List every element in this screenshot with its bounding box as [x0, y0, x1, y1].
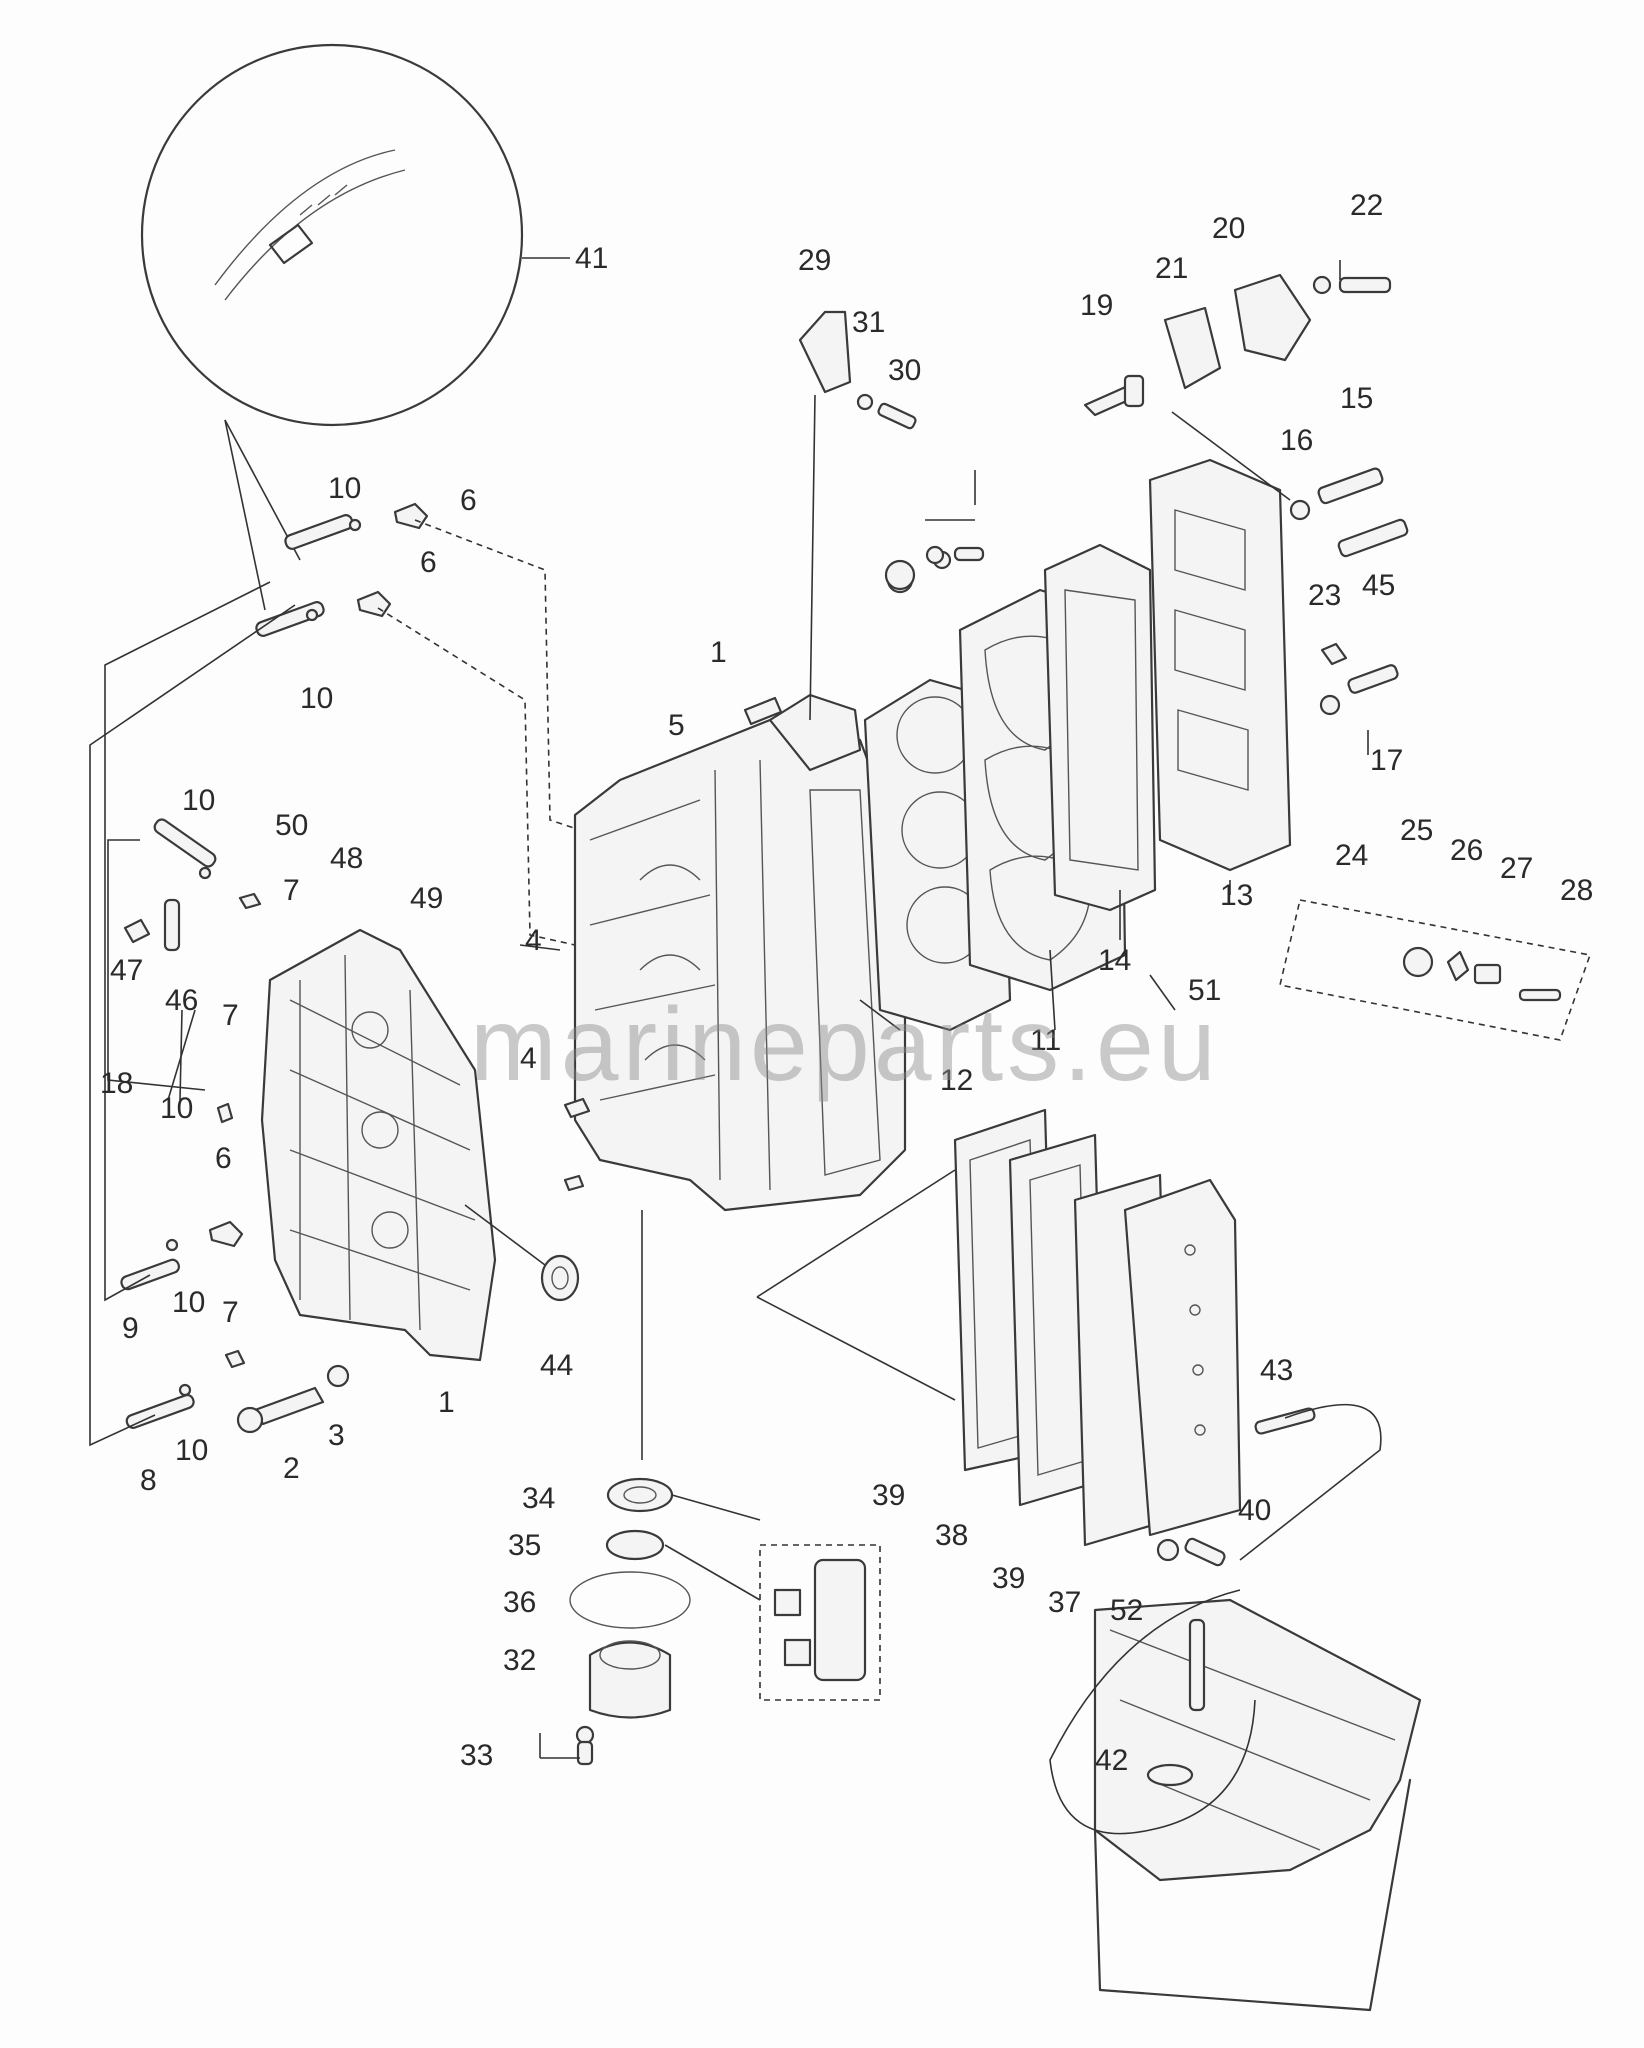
callout-46: 46	[165, 984, 198, 1017]
callout-39-a: 39	[872, 1479, 905, 1512]
callout-43: 43	[1260, 1354, 1293, 1387]
callout-51: 51	[1188, 974, 1221, 1007]
callout-1-upper: 1	[710, 636, 727, 669]
callout-28: 28	[1560, 874, 1593, 907]
callout-23: 23	[1308, 579, 1341, 612]
callout-3: 3	[328, 1419, 345, 1452]
callout-6-c: 6	[215, 1142, 232, 1175]
callout-26: 26	[1450, 834, 1483, 867]
callout-10-b: 10	[300, 682, 333, 715]
drive-shaft-housing	[1049, 1589, 1422, 2012]
callout-27: 27	[1500, 852, 1533, 885]
callout-8: 8	[140, 1464, 157, 1497]
crankcase-lower-half	[236, 928, 497, 1434]
callout-14: 14	[1098, 944, 1131, 977]
callout-20: 20	[1212, 212, 1245, 245]
callout-24: 24	[1335, 839, 1368, 872]
callout-29: 29	[798, 244, 831, 277]
callout-9: 9	[122, 1312, 139, 1345]
thermostat-parts	[1083, 260, 1409, 755]
callout-44: 44	[540, 1349, 573, 1382]
callout-45: 45	[1362, 569, 1395, 602]
water-fitting-group	[1279, 899, 1592, 1041]
callout-48: 48	[330, 842, 363, 875]
callout-7-c: 7	[222, 1296, 239, 1329]
callout-labels: 41 29 31 30 19 21 20 22 15 16 45 23 17 1…	[100, 189, 1593, 1777]
callout-52: 52	[1110, 1594, 1143, 1627]
callout-39-b: 39	[992, 1562, 1025, 1595]
callout-50: 50	[275, 809, 308, 842]
callout-15: 15	[1340, 382, 1373, 415]
callout-10-f: 10	[175, 1434, 208, 1467]
callout-4-b: 4	[520, 1042, 537, 1075]
exhaust-cover-plates	[756, 1108, 1382, 1567]
callout-10-c: 10	[182, 784, 215, 817]
callout-10-e: 10	[172, 1286, 205, 1319]
cylinder-head-assembly	[863, 458, 1292, 1032]
seal-44	[464, 1204, 580, 1302]
callout-7-b: 7	[222, 999, 239, 1032]
callout-41: 41	[575, 242, 608, 275]
leader-lines	[167, 880, 1231, 1101]
callout-34: 34	[522, 1482, 555, 1515]
pins-left-group	[89, 502, 581, 1447]
callout-49: 49	[410, 882, 443, 915]
callout-16: 16	[1280, 424, 1313, 457]
callout-38: 38	[935, 1519, 968, 1552]
callout-13: 13	[1220, 879, 1253, 912]
callout-30: 30	[888, 354, 921, 387]
detail-magnifier-41	[140, 43, 570, 611]
bracket-29	[798, 310, 976, 721]
callout-31: 31	[852, 306, 885, 339]
callout-19: 19	[1080, 289, 1113, 322]
callout-18: 18	[100, 1067, 133, 1100]
callout-37: 37	[1048, 1586, 1081, 1619]
callout-35: 35	[508, 1529, 541, 1562]
callout-4-a: 4	[525, 924, 542, 957]
callout-17: 17	[1370, 744, 1403, 777]
watermark: marineparts.eu	[470, 987, 1220, 1103]
callout-36: 36	[503, 1586, 536, 1619]
callout-5: 5	[668, 709, 685, 742]
callout-42: 42	[1095, 1744, 1128, 1777]
callout-6-a: 6	[460, 484, 477, 517]
callout-32: 32	[503, 1644, 536, 1677]
callout-1-lower: 1	[438, 1386, 455, 1419]
callout-11: 11	[1030, 1024, 1061, 1057]
callout-40: 40	[1238, 1494, 1271, 1527]
callout-33: 33	[460, 1739, 493, 1772]
callout-21: 21	[1155, 252, 1188, 285]
callout-47: 47	[110, 954, 143, 987]
callout-22: 22	[1350, 189, 1383, 222]
callout-12: 12	[940, 1064, 973, 1097]
callout-10-a: 10	[328, 472, 361, 505]
cylinder-block	[563, 693, 907, 1212]
callout-10-d: 10	[160, 1092, 193, 1125]
callout-7-a: 7	[283, 874, 300, 907]
callout-25: 25	[1400, 814, 1433, 847]
callout-2: 2	[283, 1452, 300, 1485]
seal-housing-group	[539, 1210, 881, 1766]
callout-6-b: 6	[420, 546, 437, 579]
